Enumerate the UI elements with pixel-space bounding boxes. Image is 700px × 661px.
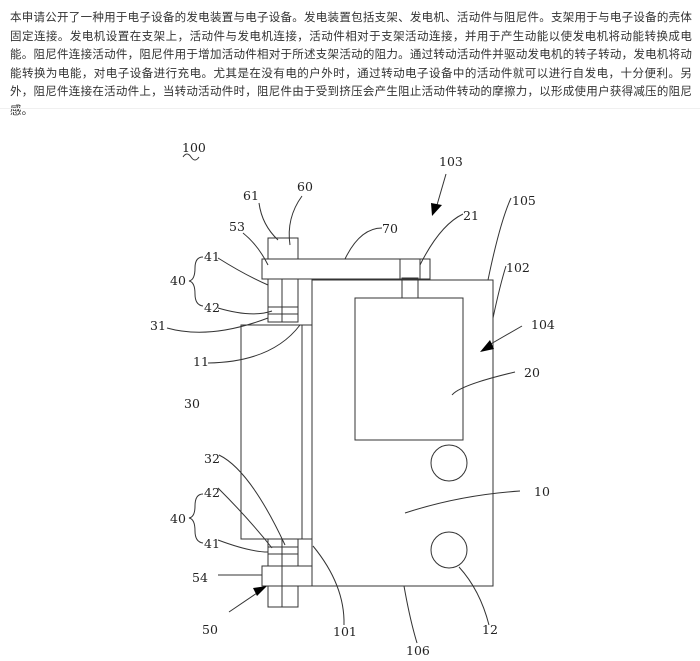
- housing-body: [311, 279, 494, 587]
- divider: [0, 108, 700, 109]
- label-12: 12: [482, 622, 498, 637]
- label-40-top: 40: [170, 273, 186, 288]
- damper-lower: [267, 553, 299, 567]
- label-61: 61: [243, 188, 259, 203]
- button-circle-upper: [430, 444, 468, 482]
- label-105: 105: [512, 193, 536, 208]
- label-42-bottom: 42: [204, 485, 220, 500]
- label-104: 104: [531, 317, 555, 332]
- label-32: 32: [204, 451, 220, 466]
- label-102: 102: [506, 260, 530, 275]
- label-30: 30: [184, 396, 200, 411]
- hinge-lower: [261, 565, 313, 587]
- generator-block: [354, 297, 464, 441]
- button-circle-lower: [430, 531, 468, 569]
- label-101: 101: [333, 624, 357, 639]
- label-103: 103: [439, 154, 463, 169]
- label-41-top: 41: [204, 249, 220, 264]
- label-50: 50: [202, 622, 218, 637]
- damper-upper: [267, 278, 299, 308]
- label-54: 54: [192, 570, 208, 585]
- label-10: 10: [534, 484, 550, 499]
- label-41-bottom: 41: [204, 536, 220, 551]
- label-11: 11: [193, 354, 209, 369]
- top-arm: [261, 258, 431, 280]
- label-60: 60: [297, 179, 313, 194]
- label-31: 31: [150, 318, 166, 333]
- label-40-bottom: 40: [170, 511, 186, 526]
- label-100: 100: [182, 140, 206, 155]
- label-70: 70: [382, 221, 398, 236]
- label-20: 20: [524, 365, 540, 380]
- label-106: 106: [406, 643, 430, 658]
- abstract-text: 本申请公开了一种用于电子设备的发电装置与电子设备。发电装置包括支架、发电机、活动…: [10, 10, 692, 117]
- generator-shaft: [401, 277, 419, 299]
- label-42-top: 42: [204, 300, 220, 315]
- label-21: 21: [463, 208, 479, 223]
- hinge-upper: [267, 237, 299, 260]
- label-53: 53: [229, 219, 245, 234]
